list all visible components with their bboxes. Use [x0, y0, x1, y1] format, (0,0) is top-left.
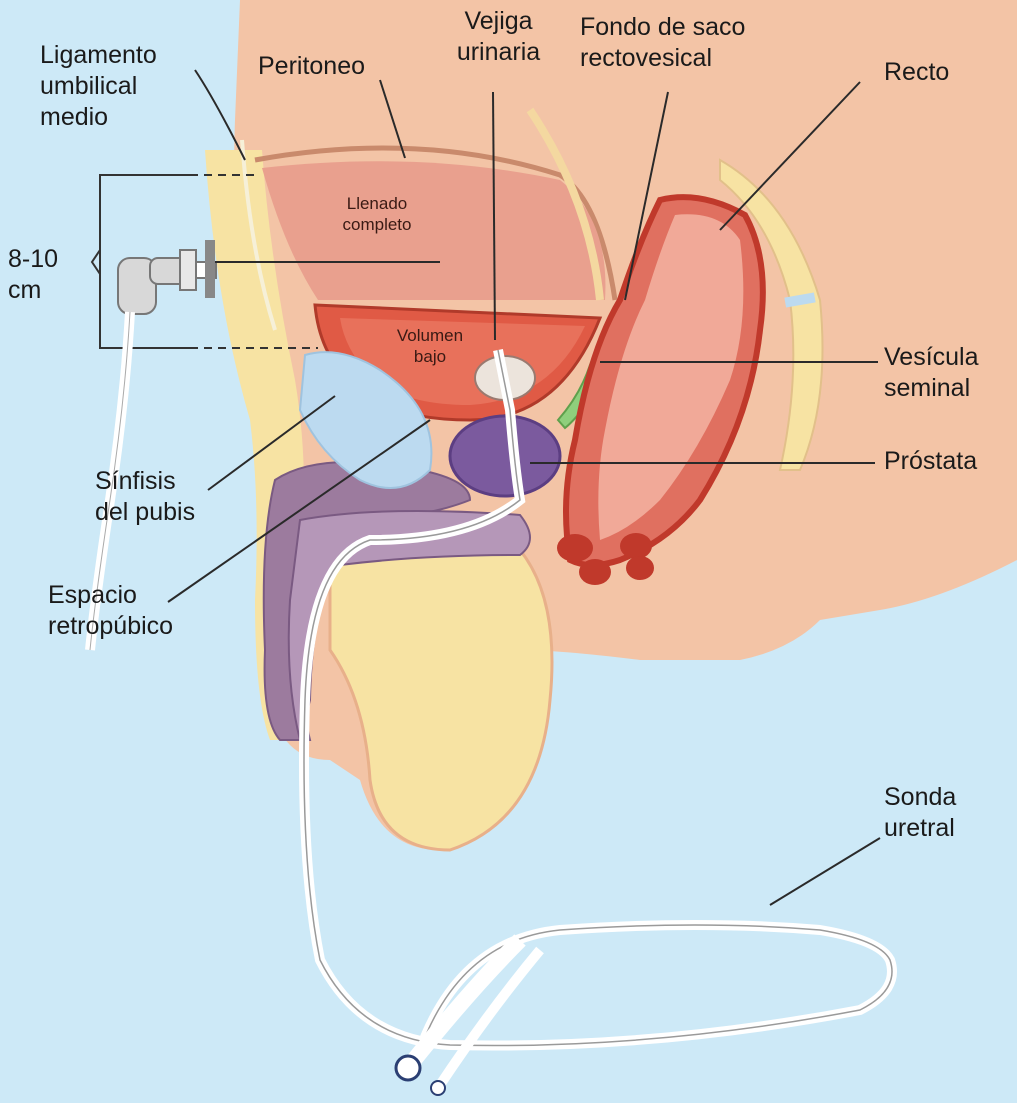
label-recto: Recto: [884, 57, 949, 88]
label-volumen-bajo: Volumen bajo: [375, 325, 485, 367]
label-espacio-retropubico: Espacio retropúbico: [48, 580, 173, 642]
label-peritoneo: Peritoneo: [258, 51, 365, 82]
label-fondo-de-saco: Fondo de saco rectovesical: [580, 12, 745, 74]
label-vejiga-urinaria: Vejiga urinaria: [416, 6, 581, 68]
label-sinfisis-del-pubis: Sínfisis del pubis: [95, 466, 195, 528]
label-ligamento-umbilical: Ligamento umbilical medio: [40, 40, 157, 133]
label-llenado-completo: Llenado completo: [312, 193, 442, 235]
label-sonda-uretral: Sonda uretral: [884, 782, 956, 844]
prostate: [450, 416, 560, 496]
label-prostata: Próstata: [884, 446, 977, 477]
label-distancia: 8-10 cm: [8, 244, 58, 306]
label-vesicula-seminal: Vesícula seminal: [884, 342, 979, 404]
